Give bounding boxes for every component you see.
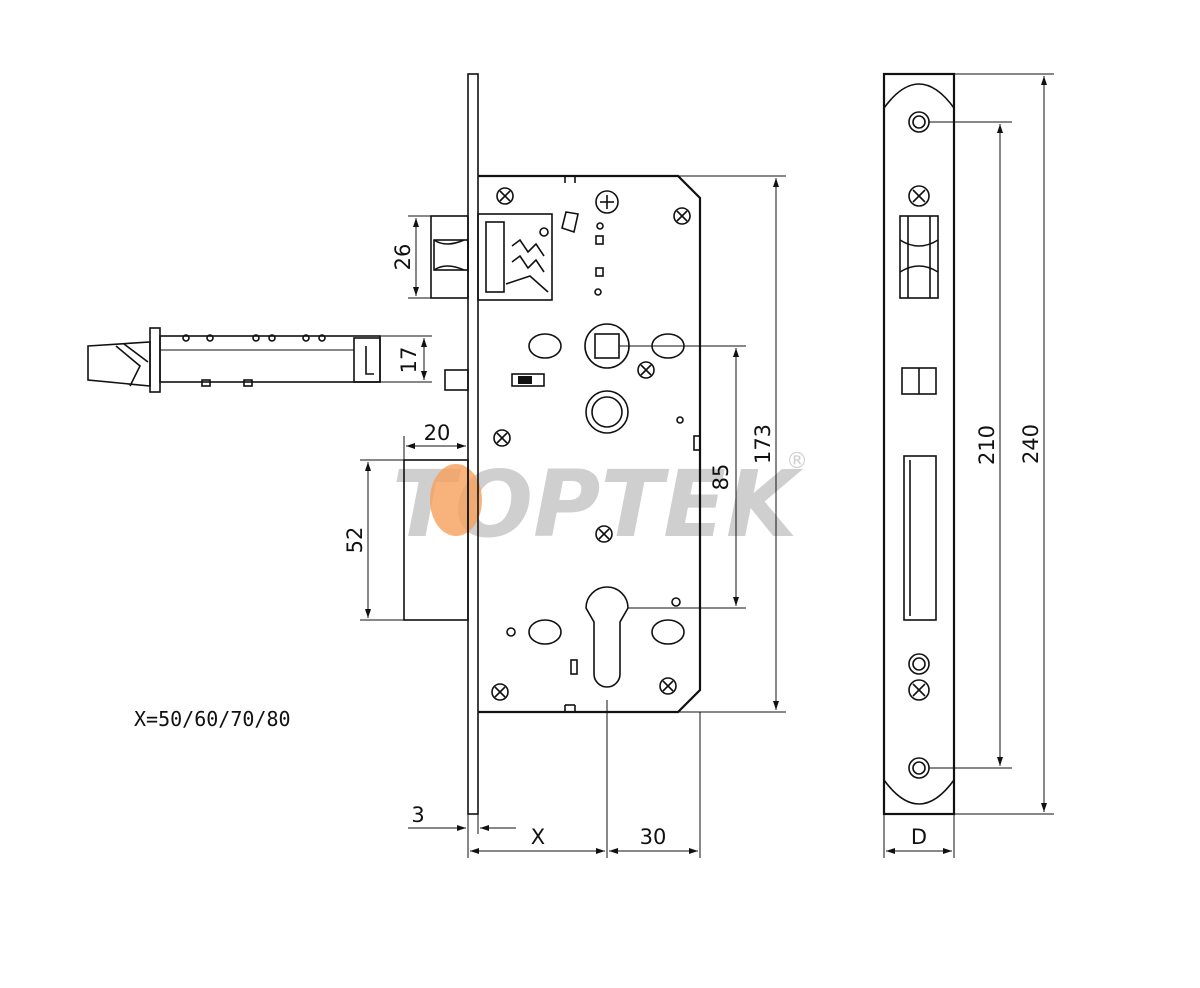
dim-cylinder-offset: 30 — [640, 825, 667, 849]
front-plate — [467, 73, 479, 815]
dim-faceplate-thickness: 3 — [411, 803, 424, 827]
watermark-accent — [430, 464, 482, 536]
faceplate-front-view — [882, 72, 956, 816]
screws — [491, 187, 691, 701]
dim-faceplate-length: 240 — [1019, 424, 1043, 464]
latch-bolt — [430, 213, 553, 301]
dim-backset: X — [531, 825, 545, 849]
backset-note: X=50/60/70/80 — [134, 707, 291, 731]
dim-latch-height: 26 — [391, 244, 415, 271]
dim-bolt-height: 17 — [397, 347, 421, 374]
dim-screw-spacing: 210 — [975, 425, 999, 465]
watermark-registered: ® — [786, 449, 808, 474]
cylinder-keyhole — [585, 586, 629, 688]
dim-bolt-throw: 20 — [424, 421, 451, 445]
dim-center-distance: 85 — [709, 464, 733, 491]
lock-case — [478, 174, 702, 714]
deadbolt — [403, 459, 469, 621]
latch-side-view — [87, 327, 381, 393]
dim-faceplate-width: D — [911, 825, 927, 849]
dim-bolt-width: 52 — [343, 527, 367, 554]
dim-case-height: 173 — [751, 424, 775, 464]
